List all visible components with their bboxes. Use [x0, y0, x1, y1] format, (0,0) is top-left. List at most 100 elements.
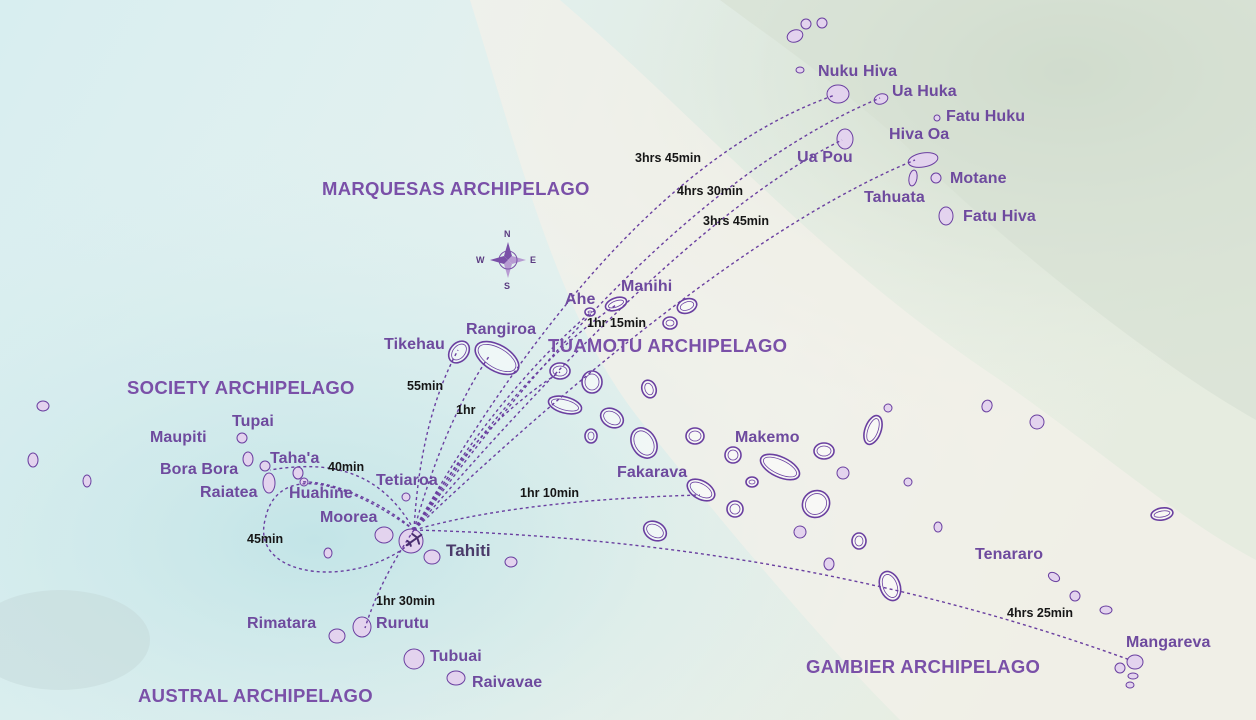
- island-shape-marq-d[interactable]: [795, 66, 805, 74]
- island-shape-soc-s[interactable]: [323, 547, 333, 559]
- island-shape-tua-27[interactable]: [1069, 590, 1081, 602]
- island-shape-manihi-b[interactable]: [675, 296, 699, 316]
- island-shape-ahe[interactable]: [584, 307, 596, 317]
- island-shape-tua-24[interactable]: [980, 399, 994, 414]
- island-shape-rimatara[interactable]: [328, 628, 346, 644]
- island-shape-hiva-oa-b[interactable]: [908, 169, 919, 187]
- island-shape-tikehau[interactable]: [444, 337, 473, 367]
- island-shape-maupiti[interactable]: [36, 400, 50, 412]
- island-label-huahine[interactable]: Huahine: [289, 485, 353, 502]
- island-shape-mang-d[interactable]: [1125, 681, 1135, 689]
- island-shape-tenararo[interactable]: [1047, 571, 1061, 584]
- island-label-tahiti[interactable]: Tahiti: [446, 541, 491, 560]
- island-label-fatu-huku[interactable]: Fatu Huku: [946, 108, 1026, 125]
- island-label-mangareva[interactable]: Mangareva: [1126, 634, 1211, 651]
- island-shape-tetiaroa[interactable]: [401, 492, 411, 502]
- island-shape-tua-13[interactable]: [726, 500, 744, 518]
- flight-time-bora-bora: 40min: [328, 460, 365, 474]
- island-shape-tua-3[interactable]: [639, 378, 658, 400]
- island-shape-tua-28[interactable]: [1099, 605, 1113, 615]
- island-label-bora-bora[interactable]: Bora Bora: [160, 461, 239, 478]
- island-shape-tua-16[interactable]: [883, 403, 893, 413]
- island-label-manihi[interactable]: Manihi: [621, 278, 673, 295]
- island-shape-tua-17[interactable]: [640, 517, 670, 545]
- island-label-motane[interactable]: Motane: [950, 170, 1007, 187]
- island-shape-manihi-a[interactable]: [604, 295, 629, 314]
- island-shape-mangareva[interactable]: [1126, 654, 1144, 670]
- island-shape-tua-7[interactable]: [626, 423, 663, 463]
- island-shape-tua-8[interactable]: [685, 427, 705, 445]
- island-label-rimatara[interactable]: Rimatara: [247, 615, 317, 632]
- island-shape-tua-11[interactable]: [813, 442, 835, 460]
- island-shape-soc-e[interactable]: [504, 556, 518, 568]
- island-shape-nuku-hiva[interactable]: [826, 84, 850, 104]
- island-shape-raiatea[interactable]: [262, 472, 276, 494]
- island-shape-tua-15[interactable]: [860, 413, 885, 447]
- island-label-fatu-hiva[interactable]: Fatu Hiva: [963, 208, 1036, 225]
- island-label-ahe[interactable]: Ahe: [565, 291, 596, 308]
- island-shape-tua-12[interactable]: [836, 466, 850, 480]
- island-label-nuku-hiva[interactable]: Nuku Hiva: [818, 63, 898, 80]
- island-shape-tupai[interactable]: [236, 432, 248, 444]
- island-shape-tua-18[interactable]: [792, 524, 808, 540]
- island-label-tenararo[interactable]: Tenararo: [975, 546, 1044, 563]
- island-shape-tua-23[interactable]: [933, 521, 943, 533]
- island-label-ua-pou[interactable]: Ua Pou: [797, 149, 853, 166]
- island-shape-soc-w1[interactable]: [27, 452, 39, 468]
- island-shape-ua-pou[interactable]: [836, 128, 854, 150]
- island-shape-tua-5[interactable]: [597, 404, 627, 432]
- island-label-fakarava[interactable]: Fakarava: [617, 464, 688, 481]
- island-label-tupai[interactable]: Tupai: [232, 413, 274, 430]
- island-shape-tua-9[interactable]: [724, 446, 742, 464]
- island-label-tahuata[interactable]: Tahuata: [864, 189, 925, 206]
- island-shape-rangiroa[interactable]: [470, 335, 525, 382]
- island-label-raiatea[interactable]: Raiatea: [200, 484, 258, 501]
- island-shape-fatu-huku[interactable]: [933, 114, 941, 122]
- island-label-tahaa[interactable]: Taha'a: [270, 450, 320, 467]
- island-label-rurutu[interactable]: Rurutu: [376, 615, 430, 632]
- island-shape-bora-bora[interactable]: [242, 451, 254, 467]
- archipelago-label-austral: AUSTRAL ARCHIPELAGO: [138, 685, 373, 706]
- island-label-tikehau[interactable]: Tikehau: [384, 336, 445, 353]
- island-shape-tua-10[interactable]: [745, 476, 759, 488]
- island-shape-tua-20[interactable]: [823, 557, 835, 571]
- island-shape-moorea[interactable]: [374, 526, 394, 544]
- island-shape-tua-19[interactable]: [851, 532, 867, 550]
- island-shape-raivavae[interactable]: [446, 670, 466, 686]
- island-shape-motane[interactable]: [930, 172, 942, 184]
- island-shape-marq-b[interactable]: [800, 18, 812, 30]
- island-label-maupiti[interactable]: Maupiti: [150, 429, 207, 446]
- island-label-moorea[interactable]: Moorea: [320, 509, 378, 526]
- island-shape-marq-c[interactable]: [816, 17, 828, 29]
- island-shape-soc-w2[interactable]: [82, 474, 92, 488]
- island-shape-hiva-oa[interactable]: [907, 151, 939, 170]
- island-label-hiva-oa[interactable]: Hiva Oa: [889, 126, 950, 143]
- island-shape-tahiti-b[interactable]: [423, 549, 441, 565]
- island-shape-ua-huka[interactable]: [873, 92, 890, 106]
- island-label-raivavae[interactable]: Raivavae: [472, 674, 543, 691]
- island-shape-rurutu[interactable]: [352, 616, 372, 638]
- island-label-tubuai[interactable]: Tubuai: [430, 648, 482, 665]
- island-shape-tua-6[interactable]: [584, 428, 598, 444]
- island-shape-tua-2[interactable]: [581, 370, 603, 394]
- island-shape-fakarava[interactable]: [684, 475, 719, 506]
- island-shape-manihi-c[interactable]: [662, 316, 678, 330]
- island-shape-tua-14[interactable]: [797, 485, 835, 523]
- island-label-makemo[interactable]: Makemo: [735, 429, 800, 446]
- island-label-rangiroa[interactable]: Rangiroa: [466, 321, 537, 338]
- island-shape-tua-25[interactable]: [1029, 414, 1045, 430]
- island-shape-mang-c[interactable]: [1127, 672, 1139, 680]
- island-label-ua-huka[interactable]: Ua Huka: [892, 83, 957, 100]
- island-shape-marq-a[interactable]: [785, 28, 804, 45]
- island-shape-huahine-a[interactable]: [292, 466, 304, 480]
- island-shape-tua-21[interactable]: [875, 568, 904, 603]
- island-shape-tubuai[interactable]: [403, 648, 425, 670]
- island-shape-makemo[interactable]: [757, 449, 804, 485]
- island-label-tetiaroa[interactable]: Tetiaroa: [376, 472, 438, 489]
- island-shape-tua-26[interactable]: [1150, 506, 1174, 522]
- island-shape-mang-b[interactable]: [1114, 662, 1126, 674]
- island-shape-tahaa[interactable]: [259, 460, 271, 472]
- islands-layer: [27, 17, 1174, 689]
- island-shape-fatu-hiva[interactable]: [938, 206, 954, 226]
- island-shape-tua-22[interactable]: [903, 477, 913, 487]
